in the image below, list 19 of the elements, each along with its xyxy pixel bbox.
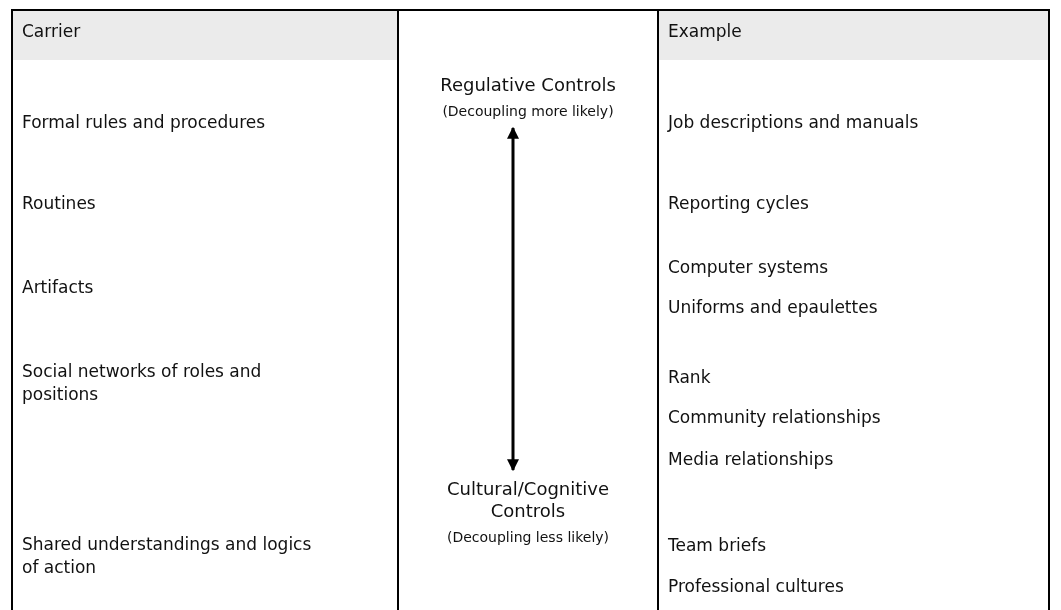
table-cell-text: Uniforms and epaulettes xyxy=(668,296,879,319)
double-arrow xyxy=(507,126,519,472)
table-cell-text: Formal rules and procedures xyxy=(22,111,267,134)
control-type-label: Cultural/Cognitive Controls (Decoupling less likely) xyxy=(408,478,648,546)
table-cell-text: Routines xyxy=(22,192,97,215)
table-cell-text: Professional cultures xyxy=(668,575,845,598)
table-cell-text: Social networks of roles and positions xyxy=(22,360,263,406)
table-cell-text: Job descriptions and manuals xyxy=(668,111,920,134)
table-cell-text: Media relationships xyxy=(668,448,835,471)
control-type-label: Regulative Controls (Decoupling more likely) xyxy=(408,74,648,120)
column-header: Example xyxy=(668,20,743,43)
table-cell-text: Community relationships xyxy=(668,406,882,429)
column-header: Carrier xyxy=(22,20,82,43)
table-cell-text: Team briefs xyxy=(668,534,768,557)
table-cell-text: Computer systems xyxy=(668,256,830,279)
table-cell-text: Rank xyxy=(668,366,712,389)
table-cell-text: Shared understandings and logics of action xyxy=(22,533,313,579)
table-cell-text: Artifacts xyxy=(22,276,95,299)
table-cell-text: Reporting cycles xyxy=(668,192,810,215)
